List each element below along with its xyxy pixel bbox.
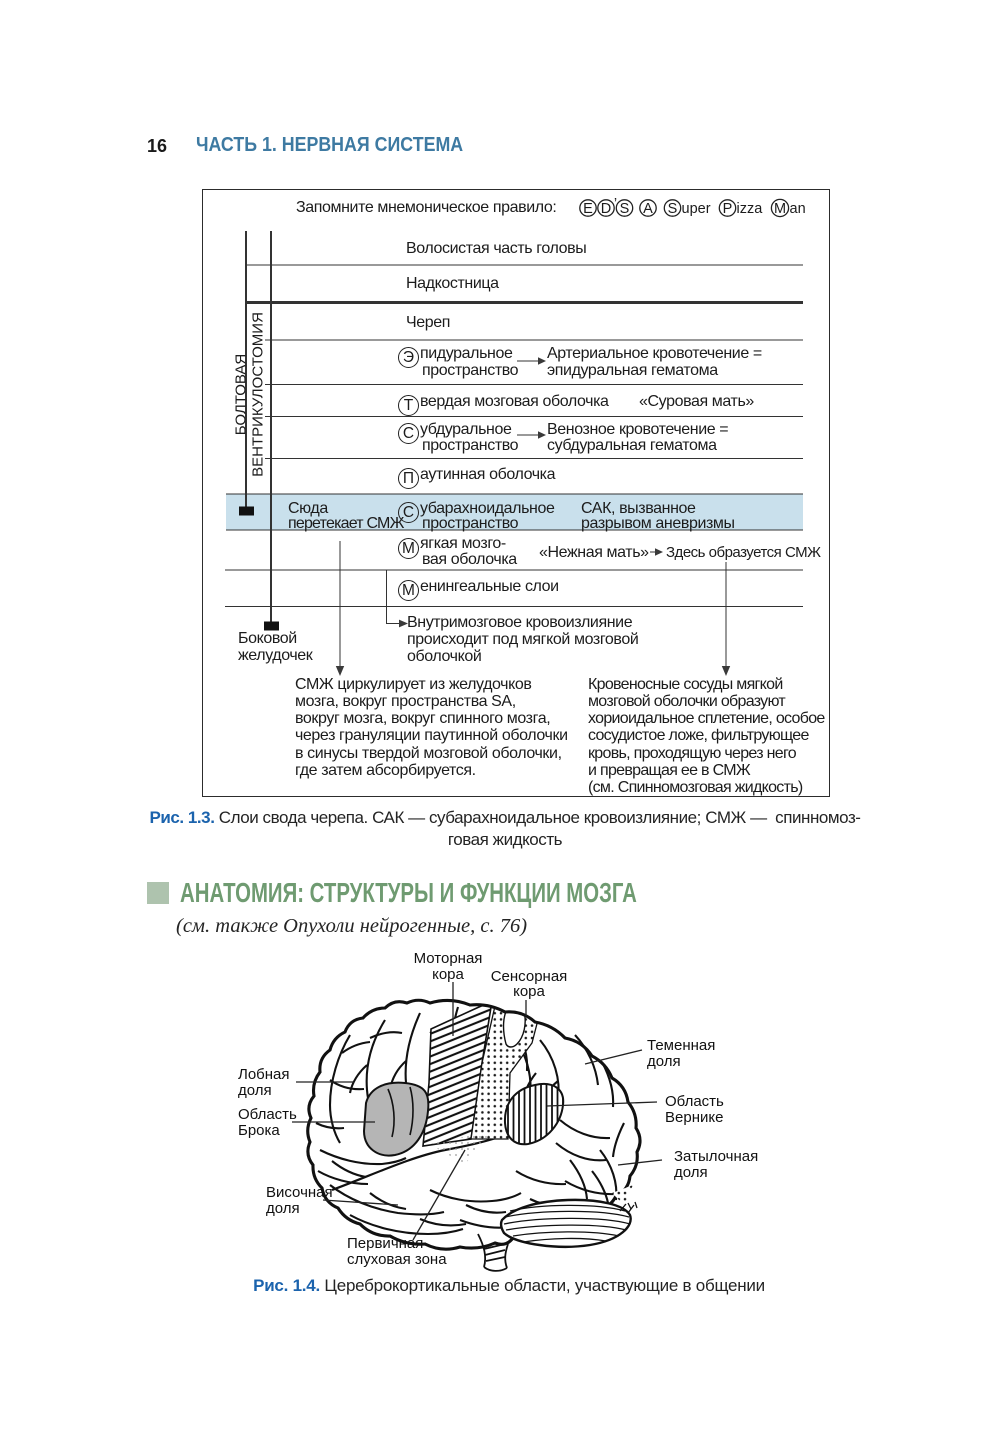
svg-text:izza: izza: [737, 201, 764, 217]
svg-text:доля: доля: [238, 1082, 272, 1099]
svg-text:Область: Область: [665, 1093, 724, 1110]
svg-text:an: an: [790, 201, 806, 217]
svg-text:Брока: Брока: [238, 1122, 280, 1139]
svg-text:’: ’: [614, 196, 617, 212]
svg-text:Первичная: Первичная: [347, 1235, 423, 1252]
svg-text:D: D: [601, 201, 611, 217]
svg-text:кора: кора: [432, 966, 464, 983]
svg-text:Лобная: Лобная: [238, 1066, 290, 1083]
svg-text:Височная: Височная: [266, 1184, 333, 1201]
svg-text:Сенсорная: Сенсорная: [491, 968, 568, 985]
svg-text:Моторная: Моторная: [414, 950, 483, 967]
svg-text:Теменная: Теменная: [647, 1037, 715, 1054]
svg-text:Область: Область: [238, 1106, 297, 1123]
svg-text:слуховая зона: слуховая зона: [347, 1251, 447, 1268]
svg-text:S: S: [668, 201, 678, 217]
svg-text:доля: доля: [674, 1164, 708, 1181]
svg-text:E: E: [583, 201, 593, 217]
svg-text:uper: uper: [682, 201, 711, 217]
svg-text:P: P: [723, 201, 733, 217]
svg-text:A: A: [643, 201, 653, 217]
svg-text:доля: доля: [647, 1053, 681, 1070]
svg-text:Затылочная: Затылочная: [674, 1148, 758, 1165]
svg-text:M: M: [774, 201, 786, 217]
svg-text:S: S: [620, 201, 630, 217]
svg-text:кора: кора: [513, 983, 545, 1000]
svg-text:Вернике: Вернике: [665, 1109, 723, 1126]
svg-text:доля: доля: [266, 1200, 300, 1217]
